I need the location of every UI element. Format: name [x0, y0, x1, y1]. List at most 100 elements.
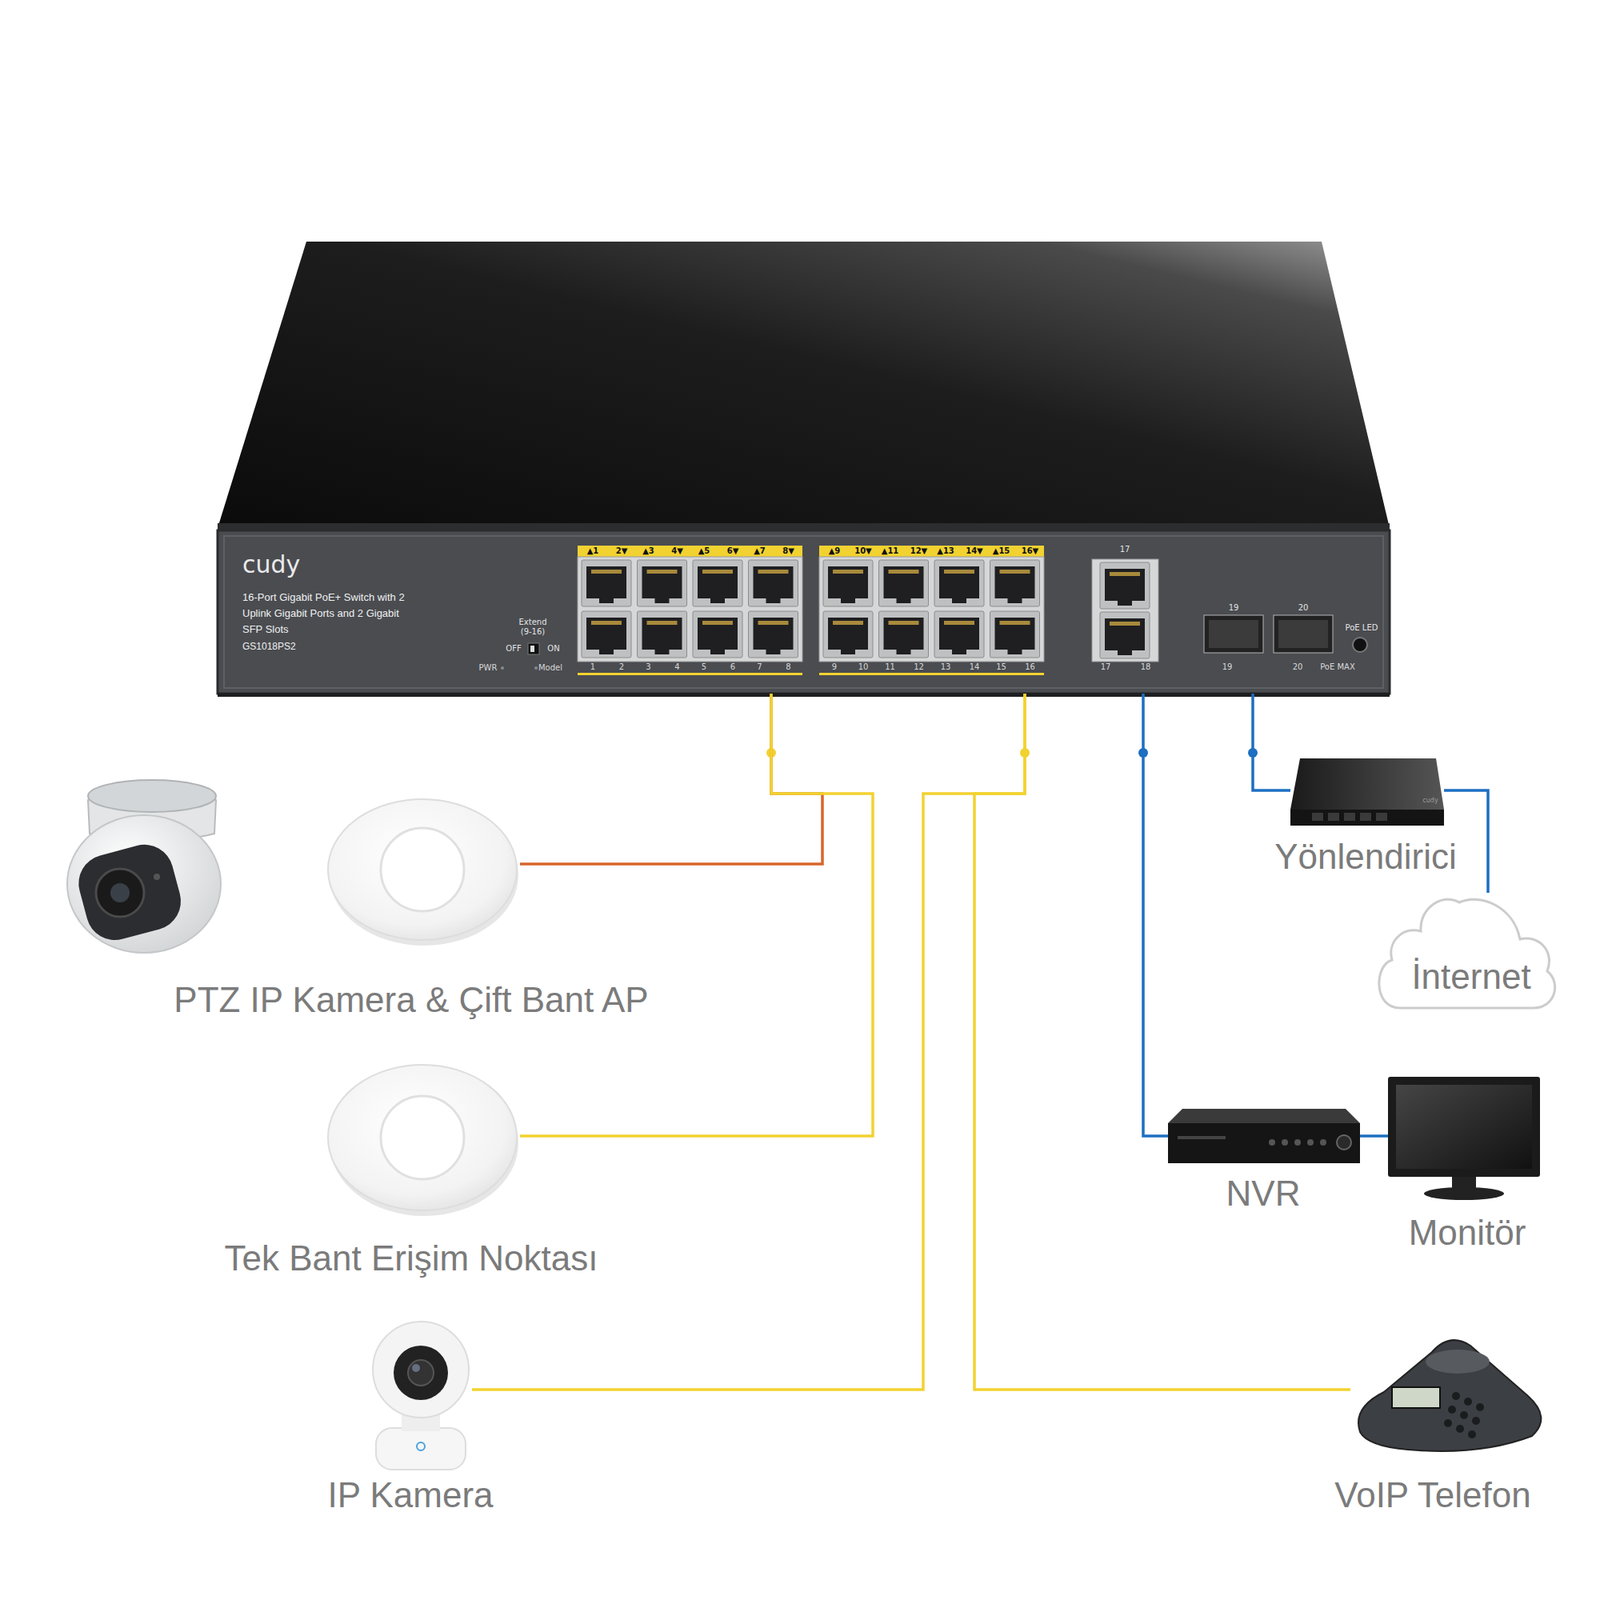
camera-sensor: [153, 873, 160, 880]
panel-label: 7: [756, 662, 762, 672]
rj45-pins: [944, 569, 975, 574]
camera-face: [393, 1345, 448, 1400]
rj45-tab: [1117, 648, 1132, 656]
panel-label: 8▼: [782, 546, 795, 556]
cable-line: [520, 693, 873, 1136]
rj45-pins: [1109, 621, 1140, 626]
port-frame: [577, 556, 803, 662]
phone-body: [1358, 1340, 1541, 1452]
poe-led-button: [1352, 637, 1368, 652]
nvr-front: [1168, 1123, 1360, 1164]
camera-lens-glass: [110, 883, 130, 903]
panel-label: ▲1: [587, 546, 600, 556]
panel-label: 11: [884, 662, 896, 672]
rj45-tab: [840, 648, 856, 655]
phone-key: [1456, 1424, 1464, 1433]
panel-label: 19: [1228, 603, 1240, 613]
nvr-button: [1281, 1139, 1288, 1146]
camera-lens-housing: [72, 838, 188, 947]
nvr-button: [1307, 1139, 1314, 1146]
conference-phone: [1358, 1340, 1541, 1452]
phone-speaker: [1425, 1349, 1490, 1374]
router-port: [1312, 812, 1324, 821]
rj45-tab: [655, 596, 670, 604]
nvr-top: [1168, 1108, 1360, 1124]
panel-label: ▲9: [828, 546, 841, 556]
device-caption: NVR: [1226, 1172, 1301, 1215]
router-port: [1360, 812, 1372, 821]
extend-toggle: [528, 643, 540, 655]
rj45-port: [637, 560, 688, 607]
rj45-pins: [591, 569, 622, 574]
rj45-tab: [896, 596, 912, 604]
rj45-opening: [995, 617, 1036, 650]
router-port: [1344, 812, 1356, 821]
panel-label: Extend (9-16): [514, 617, 552, 637]
panel-label: 9: [832, 662, 837, 672]
panel-label: 12: [913, 662, 924, 672]
camera-lens: [408, 1360, 434, 1386]
nvr-box: NVR: [1168, 1108, 1360, 1165]
status-led: [534, 666, 538, 670]
rj45-port: [748, 611, 799, 658]
rj45-opening: [939, 617, 980, 650]
ap-body: [328, 1064, 517, 1211]
switch-bottom-shadow: [217, 692, 1390, 697]
camera-lens: [96, 868, 144, 917]
monitor: [1388, 1076, 1540, 1200]
panel-label: 8: [785, 662, 791, 672]
device-caption: Tek Bant Erişim Noktası: [224, 1237, 598, 1280]
rj45-pins: [1000, 569, 1031, 574]
panel-label: 12▼: [910, 546, 928, 556]
panel-label: 16▼: [1021, 546, 1040, 556]
rj45-tab: [599, 648, 614, 655]
rj45-tab: [1008, 596, 1023, 604]
poe-band: [577, 545, 803, 557]
panel-label: ON: [547, 644, 560, 654]
phone-key: [1476, 1403, 1484, 1412]
port-frame: [1092, 559, 1159, 662]
panel-label: ▲7: [753, 546, 766, 556]
model-number: GS1018PS2: [242, 640, 296, 653]
rj45-tab: [655, 648, 670, 655]
status-led: [500, 666, 504, 670]
router-box: Yönlendirici: [1290, 758, 1444, 826]
rj45-opening: [697, 617, 738, 650]
phone-key: [1452, 1392, 1460, 1400]
panel-label: OFF: [505, 644, 521, 654]
rj45-tab: [710, 596, 725, 604]
sfp-slot: [1204, 615, 1264, 653]
ap-center: [380, 828, 464, 912]
poe-band: [819, 545, 1044, 557]
rj45-tab: [840, 596, 856, 604]
rj45-opening: [939, 566, 980, 599]
rj45-opening: [884, 617, 924, 650]
lens-glint: [412, 1364, 420, 1372]
panel-label: PWR: [479, 663, 498, 673]
switch-top-face: [217, 241, 1390, 528]
rj45-port: [990, 560, 1040, 607]
device-caption: PTZ IP Kamera & Çift Bant AP: [173, 979, 648, 1021]
panel-label: ▲11: [881, 546, 900, 556]
switch-front-bevel: [224, 536, 1384, 688]
rj45-opening: [642, 566, 683, 599]
panel-label: 13: [940, 662, 952, 672]
panel-label: 15: [996, 662, 1007, 672]
panel-label: 5: [701, 662, 707, 672]
single-band-ap: [328, 1064, 519, 1216]
phone-key: [1448, 1405, 1456, 1414]
panel-label: 1: [590, 662, 596, 672]
panel-label: 10: [858, 662, 869, 672]
rj45-port: [879, 611, 929, 658]
phone-key: [1472, 1416, 1480, 1425]
product-description: 16-Port Gigabit PoE+ Switch with 2 Uplin…: [242, 589, 412, 638]
panel-label: 20: [1292, 662, 1304, 672]
ptz-camera: [67, 780, 221, 953]
rj45-pins: [888, 569, 920, 574]
rj45-opening: [884, 566, 924, 599]
rj45-port: [990, 611, 1040, 658]
rj45-opening: [586, 566, 627, 599]
